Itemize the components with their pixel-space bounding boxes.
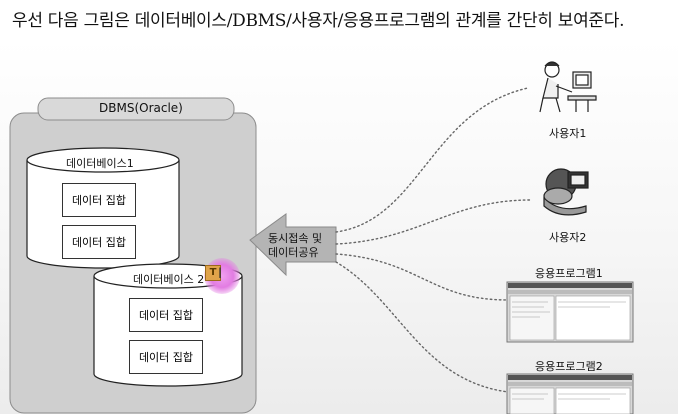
- connector-user2: [335, 199, 531, 245]
- database-2-label: 데이터베이스 2: [133, 273, 205, 286]
- arrow-label: 동시접속 및 데이터공유: [268, 232, 322, 260]
- application-window-icon-2: [506, 373, 634, 414]
- database-2-set-1: 데이터 집합: [129, 298, 203, 332]
- text-tool-icon: T: [205, 265, 221, 281]
- dbms-title: DBMS(Oracle): [99, 101, 183, 115]
- person-at-computer-icon: [539, 61, 597, 113]
- connector-app2: [335, 261, 509, 393]
- database-1-label: 데이터베이스1: [66, 157, 134, 170]
- connector-user1: [335, 87, 529, 233]
- connector-app1: [335, 253, 509, 301]
- user1-label: 사용자1: [549, 127, 587, 140]
- headline-text: 우선 다음 그림은 데이터베이스/DBMS/사용자/응용프로그램의 관계를 간단…: [12, 11, 625, 31]
- app2-label: 응용프로그램2: [535, 360, 603, 373]
- database-1-set-2: 데이터 집합: [62, 225, 136, 259]
- arrow-label-line2: 데이터공유: [268, 246, 319, 259]
- text-cursor-icon: I: [218, 266, 223, 282]
- application-window-icon-1: [506, 281, 634, 343]
- person-with-monitor-icon: [543, 168, 589, 216]
- database-1-set-1: 데이터 집합: [62, 183, 136, 217]
- arrow-label-line1: 동시접속 및: [268, 232, 323, 245]
- database-2-set-2: 데이터 집합: [129, 340, 203, 374]
- user2-label: 사용자2: [549, 231, 587, 244]
- dbms-title-tab: [37, 97, 235, 121]
- app1-label: 응용프로그램1: [535, 267, 603, 280]
